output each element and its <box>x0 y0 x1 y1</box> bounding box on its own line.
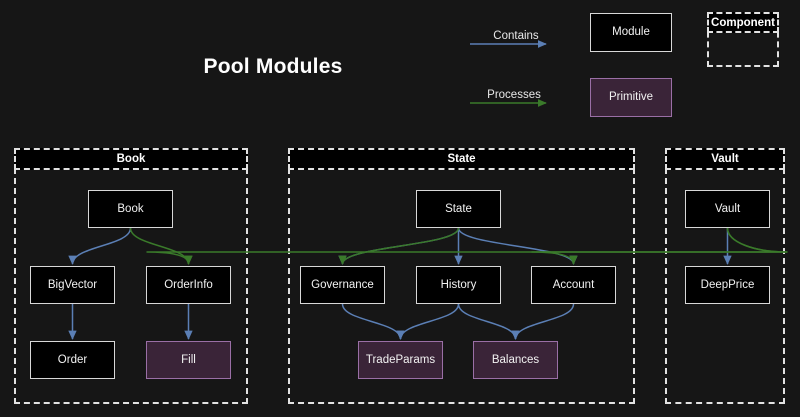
node-label: DeepPrice <box>700 278 755 291</box>
legend-primitive-label: Primitive <box>608 91 654 104</box>
node-label: OrderInfo <box>164 278 213 291</box>
legend-processes-label: Processes <box>487 89 541 101</box>
node-deepprice[interactable]: DeepPrice <box>685 266 770 304</box>
node-label: Governance <box>311 278 374 291</box>
node-history[interactable]: History <box>416 266 501 304</box>
node-state[interactable]: State <box>416 190 501 228</box>
legend-primitive-box: Primitive <box>590 78 672 117</box>
page-title: Pool Modules <box>203 55 343 78</box>
node-tradeparams[interactable]: TradeParams <box>358 341 443 379</box>
group-header-label: Vault <box>711 153 739 165</box>
group-header-label: State <box>447 153 476 165</box>
node-label: Fill <box>181 353 196 366</box>
node-label: Book <box>117 202 144 215</box>
legend-contains-arrow-icon <box>470 40 547 48</box>
node-balances[interactable]: Balances <box>473 341 558 379</box>
node-label: State <box>445 202 472 215</box>
node-label: BigVector <box>47 278 98 291</box>
node-vault[interactable]: Vault <box>685 190 770 228</box>
node-account[interactable]: Account <box>531 266 616 304</box>
legend-module-box: Module <box>590 13 672 52</box>
legend-component-header: Component <box>707 12 779 33</box>
node-orderinfo[interactable]: OrderInfo <box>146 266 231 304</box>
node-fill[interactable]: Fill <box>146 341 231 379</box>
node-label: History <box>440 278 477 291</box>
group-header-label: Book <box>116 153 146 165</box>
node-label: Vault <box>714 202 741 215</box>
node-bigvector[interactable]: BigVector <box>30 266 115 304</box>
group-header-vault: Vault <box>665 148 785 170</box>
group-header-state: State <box>288 148 635 170</box>
node-label: TradeParams <box>365 353 436 366</box>
legend-component-label: Component <box>711 16 775 29</box>
node-book[interactable]: Book <box>88 190 173 228</box>
node-label: Balances <box>491 353 540 366</box>
node-label: Account <box>552 278 595 291</box>
node-governance[interactable]: Governance <box>300 266 385 304</box>
legend-module-label: Module <box>612 26 650 39</box>
node-order[interactable]: Order <box>30 341 115 379</box>
node-label: Order <box>57 353 88 366</box>
group-header-book: Book <box>14 148 248 170</box>
legend-contains-label: Contains <box>493 30 539 42</box>
legend-processes-arrow-icon <box>470 99 547 107</box>
